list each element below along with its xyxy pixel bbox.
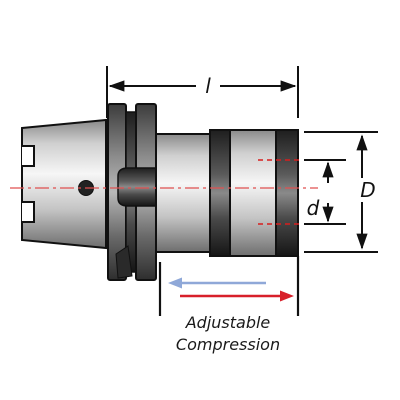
inner-diameter-dimension: d xyxy=(304,159,346,225)
inner-diameter-label: d xyxy=(307,196,320,220)
shank xyxy=(21,118,107,250)
outer-diameter-dimension: D xyxy=(304,131,378,253)
outer-diameter-label: D xyxy=(360,178,375,202)
compression-right-arrowhead xyxy=(280,290,294,302)
clamping-nut xyxy=(209,129,299,257)
caption-line-2: Compression xyxy=(176,335,280,354)
flange xyxy=(107,103,159,281)
caption-line-1: Adjustable xyxy=(185,313,271,332)
body xyxy=(155,133,211,253)
compression-left-arrowhead xyxy=(168,277,182,289)
length-label: l xyxy=(205,74,211,98)
compression-indicator xyxy=(158,256,300,316)
length-dimension: l xyxy=(106,66,299,118)
